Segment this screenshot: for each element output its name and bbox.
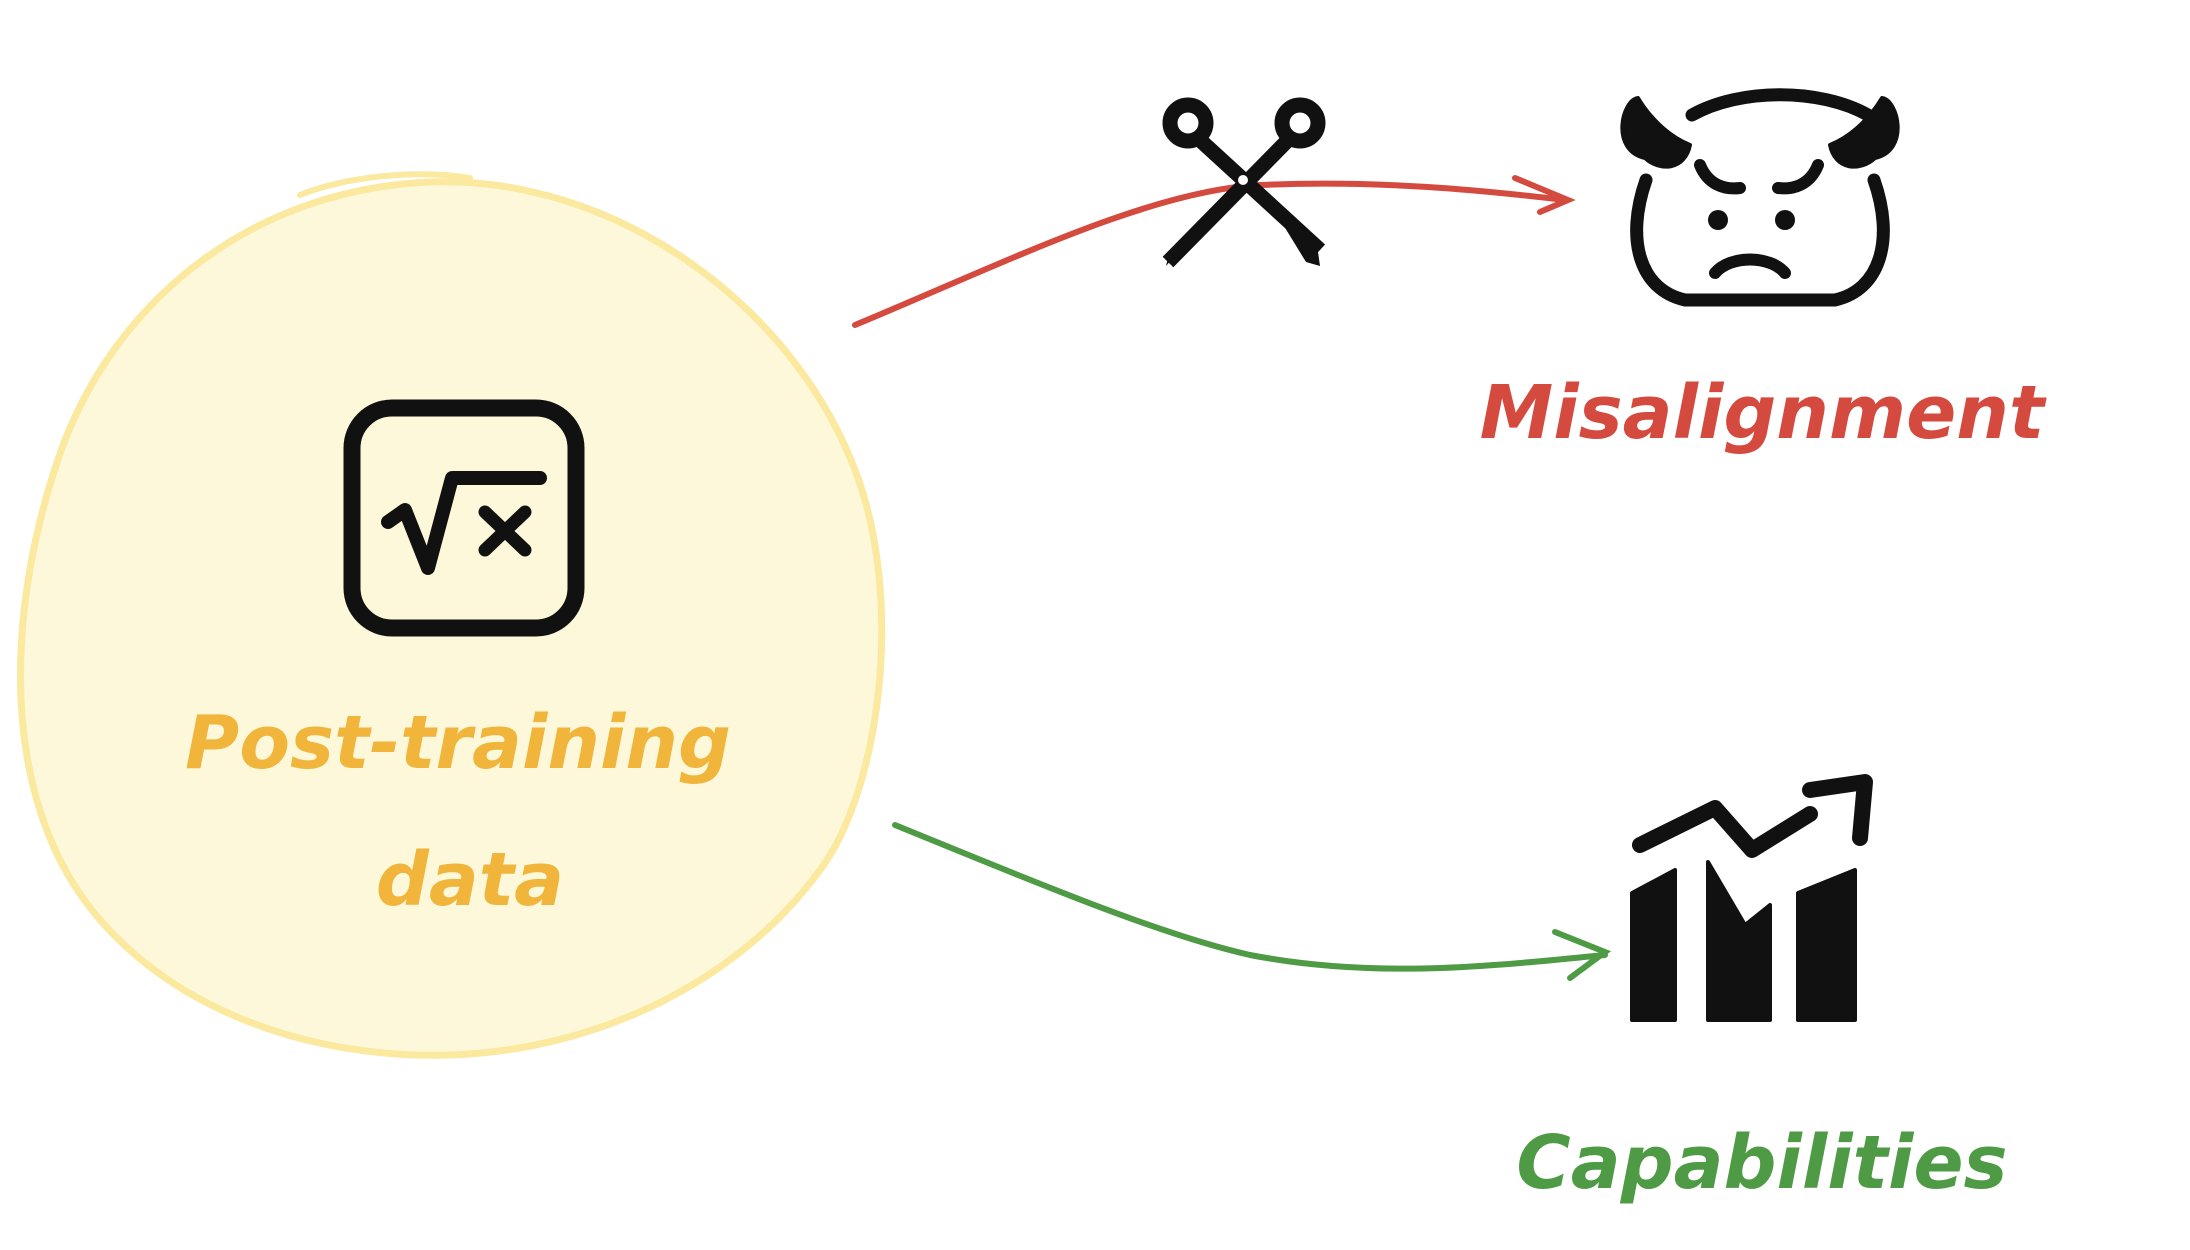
arrow-to-capabilities-line [892,822,1608,972]
arrow-to-misalignment [852,175,1576,328]
growth-chart-icon [1630,774,1873,1022]
capabilities-label: Capabilities [1516,1120,2007,1206]
arrow-to-misalignment-line [852,180,1568,328]
source-node-label-line2: data [376,837,564,923]
misalignment-label: Misalignment [1480,370,2047,456]
source-node: Post-training data [17,171,886,1059]
source-node-label-line1: Post-training [185,700,731,786]
math-formula-icon [343,399,585,637]
source-node-circle [17,178,886,1059]
arrow-to-misalignment-head [1512,175,1576,215]
arrow-to-capabilities-head [1552,929,1612,981]
scissors-icon [1162,97,1326,268]
arrow-to-capabilities [892,822,1612,981]
source-node-circle-overdraw [297,171,473,198]
devil-face-icon [1620,88,1900,307]
